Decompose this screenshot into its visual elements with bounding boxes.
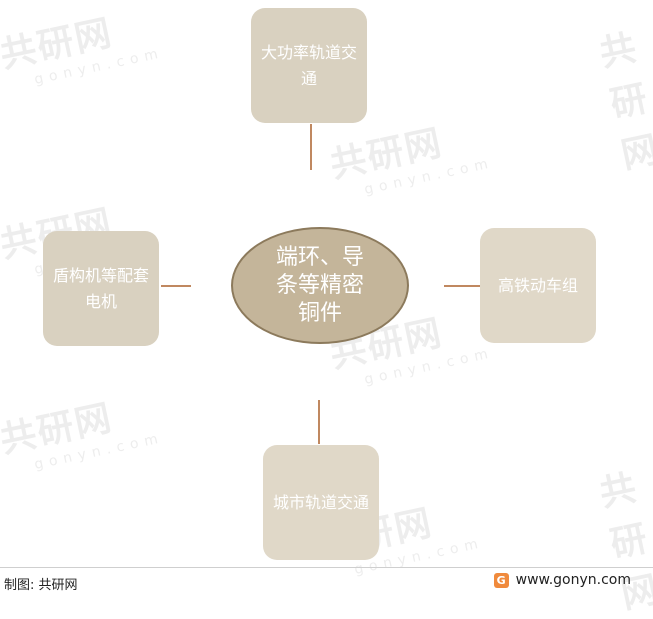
watermark-site: gonyn.com: [362, 344, 496, 389]
connector-bottom: [318, 400, 320, 444]
watermark-brand: 共研网: [0, 12, 117, 77]
watermark: 共研网 gonyn.com: [0, 379, 165, 479]
watermark-site: gonyn.com: [32, 44, 166, 89]
footer-source: 制图: 共研网: [4, 578, 78, 593]
node-left-label: 盾构机等配套电机: [52, 265, 149, 311]
connector-top: [310, 124, 312, 170]
watermark-site: gonyn.com: [362, 154, 496, 199]
gonyn-logo-icon: G: [493, 572, 509, 588]
connector-right: [444, 285, 480, 287]
footer-website: G www.gonyn.com: [493, 572, 631, 588]
watermark: 共研网: [594, 457, 653, 619]
node-bottom: 城市轨道交通: [263, 445, 379, 560]
center-node-label: 端环、导条等精密铜件: [275, 244, 364, 326]
watermark-brand: 共研网: [596, 467, 653, 617]
watermark-brand: 共研网: [0, 397, 117, 462]
node-left: 盾构机等配套电机: [43, 231, 159, 346]
footer-divider: [0, 567, 653, 568]
watermark-brand: 共研网: [596, 27, 653, 177]
center-node: 端环、导条等精密铜件: [231, 227, 409, 344]
watermark: 共研网 gonyn.com: [0, 0, 165, 94]
node-top: 大功率轨道交通: [251, 8, 367, 123]
node-top-label: 大功率轨道交通: [260, 42, 357, 88]
footer-website-url: www.gonyn.com: [515, 572, 631, 588]
node-bottom-label: 城市轨道交通: [272, 492, 369, 512]
connector-left: [161, 285, 191, 287]
node-right-label: 高铁动车组: [497, 275, 578, 295]
watermark-site: gonyn.com: [32, 429, 166, 474]
node-right: 高铁动车组: [480, 228, 596, 343]
watermark: 共研网: [594, 17, 653, 179]
